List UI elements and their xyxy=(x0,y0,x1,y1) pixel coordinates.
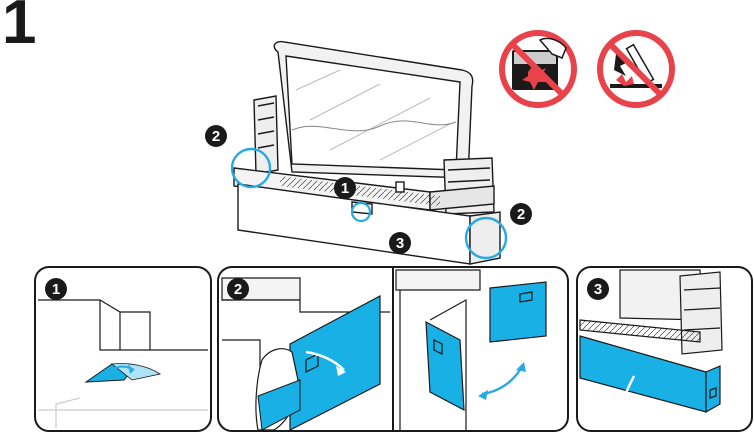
badge-2-right: 2 xyxy=(510,203,532,225)
tv-in-box-illustration xyxy=(233,40,501,265)
svg-text:1: 1 xyxy=(52,281,60,298)
svg-text:2: 2 xyxy=(212,128,220,145)
badge-2-left: 2 xyxy=(205,125,227,147)
svg-text:3: 3 xyxy=(594,281,602,298)
highlight-right-clip xyxy=(464,216,508,260)
badge-3-bottom: 3 xyxy=(389,232,411,254)
detail-panel-1: 1 xyxy=(34,266,212,432)
highlight-left-clip xyxy=(230,147,272,189)
detail-panel-3: 3 xyxy=(576,266,753,432)
highlight-center-clip xyxy=(350,201,372,223)
warning-no-pressing-screen-icon xyxy=(499,30,577,108)
warning-no-sharp-tools-icon xyxy=(597,30,675,108)
svg-text:2: 2 xyxy=(517,206,525,223)
step-number: 1 xyxy=(2,0,37,57)
svg-text:1: 1 xyxy=(341,180,349,197)
svg-text:3: 3 xyxy=(396,235,404,252)
detail-panel-2: 2 xyxy=(217,266,569,432)
badge-1-center: 1 xyxy=(334,177,356,199)
svg-text:2: 2 xyxy=(234,281,242,298)
